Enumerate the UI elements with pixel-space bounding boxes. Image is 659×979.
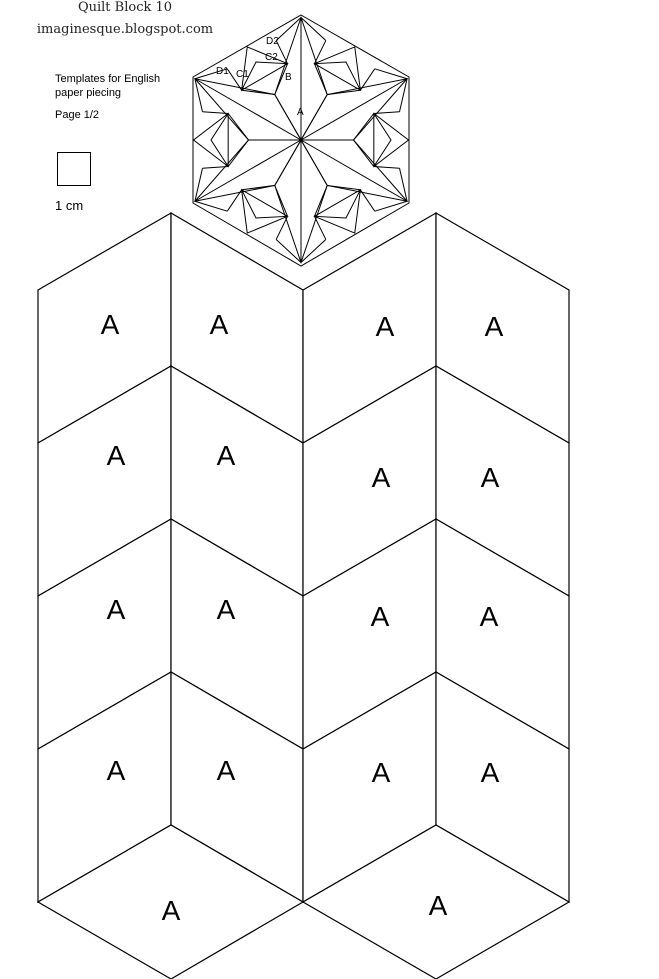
- edge-triangle: [192, 112, 229, 168]
- template-label: A: [429, 890, 448, 921]
- template-labels: A A A A A A A A A A A A A A A A A A: [101, 309, 504, 926]
- template-label: A: [217, 440, 236, 471]
- edge-line: [226, 68, 243, 91]
- template-label: A: [217, 755, 236, 786]
- template-label: A: [372, 757, 391, 788]
- template-label: A: [480, 601, 499, 632]
- templates-note-line2: paper piecing: [55, 87, 122, 99]
- edge-line: [275, 17, 302, 41]
- diamond-template: [301, 824, 571, 979]
- scale-square: [57, 152, 91, 186]
- templates-note-line1: Templates for English: [55, 73, 161, 85]
- side-diamond: [313, 61, 362, 96]
- template-label: A: [107, 440, 126, 471]
- edge-line: [359, 189, 376, 212]
- template-label: A: [107, 755, 126, 786]
- template-label: A: [107, 594, 126, 625]
- edge-line: [300, 239, 327, 263]
- star-pattern: [192, 15, 410, 265]
- template-label: A: [376, 311, 395, 342]
- edge-line: [202, 111, 229, 114]
- edge-line: [275, 216, 288, 240]
- edge-line: [374, 200, 408, 212]
- edge-line: [226, 189, 243, 212]
- diagram-label-c1: C1: [236, 69, 249, 80]
- edge-line: [275, 239, 302, 263]
- template-label: A: [371, 601, 390, 632]
- edge-line: [399, 168, 408, 202]
- edge-line: [373, 166, 400, 169]
- edge-line: [359, 68, 376, 91]
- edge-line: [194, 168, 203, 202]
- edge-line: [373, 111, 400, 114]
- diagram-label-b: B: [285, 72, 292, 83]
- blog-url: imaginesque.blogspot.com: [36, 22, 214, 37]
- star-petal-midline: [194, 139, 302, 202]
- diagram-label-d1: D1: [216, 66, 229, 77]
- edge-line: [399, 78, 408, 112]
- block-diagram: D2 C2 D1 C1 B A: [192, 14, 410, 267]
- template-label: A: [485, 311, 504, 342]
- diamond-templates: [36, 211, 571, 979]
- side-diamond: [240, 61, 289, 96]
- side-diamond: [352, 112, 392, 168]
- edge-triangle: [241, 188, 289, 234]
- edge-line: [194, 68, 228, 80]
- diagram-label-c2: C2: [265, 52, 278, 63]
- edge-line: [300, 17, 327, 41]
- diagram-label-d2: D2: [266, 36, 279, 47]
- template-label: A: [101, 309, 120, 340]
- template-label: A: [481, 462, 500, 493]
- edge-line: [314, 40, 327, 64]
- star-petal-midline: [194, 78, 302, 141]
- page-number: Page 1/2: [55, 109, 100, 121]
- side-diamond: [313, 184, 362, 219]
- edge-line: [314, 216, 327, 240]
- scale-label: 1 cm: [55, 198, 84, 213]
- template-label: A: [162, 895, 181, 926]
- templates-note: Templates for English paper piecing: [55, 72, 190, 100]
- edge-line: [275, 40, 288, 64]
- edge-line: [202, 166, 229, 169]
- edge-triangle: [373, 112, 410, 168]
- edge-triangle: [241, 46, 289, 92]
- edge-line: [194, 78, 203, 112]
- star-petal-midline: [300, 78, 408, 141]
- side-diamond: [240, 184, 289, 219]
- template-label: A: [372, 462, 391, 493]
- template-label: A: [217, 594, 236, 625]
- star-petal-midline: [300, 139, 408, 202]
- edge-triangle: [313, 46, 361, 92]
- template-label: A: [481, 757, 500, 788]
- diagram-label-a: A: [297, 107, 304, 118]
- edge-line: [194, 200, 228, 212]
- edge-line: [374, 68, 408, 80]
- edge-triangle: [313, 188, 361, 234]
- side-diamond: [210, 112, 250, 168]
- hexagon-outline: [192, 14, 410, 267]
- block-title: Quilt Block 10: [77, 0, 173, 15]
- template-label: A: [210, 309, 229, 340]
